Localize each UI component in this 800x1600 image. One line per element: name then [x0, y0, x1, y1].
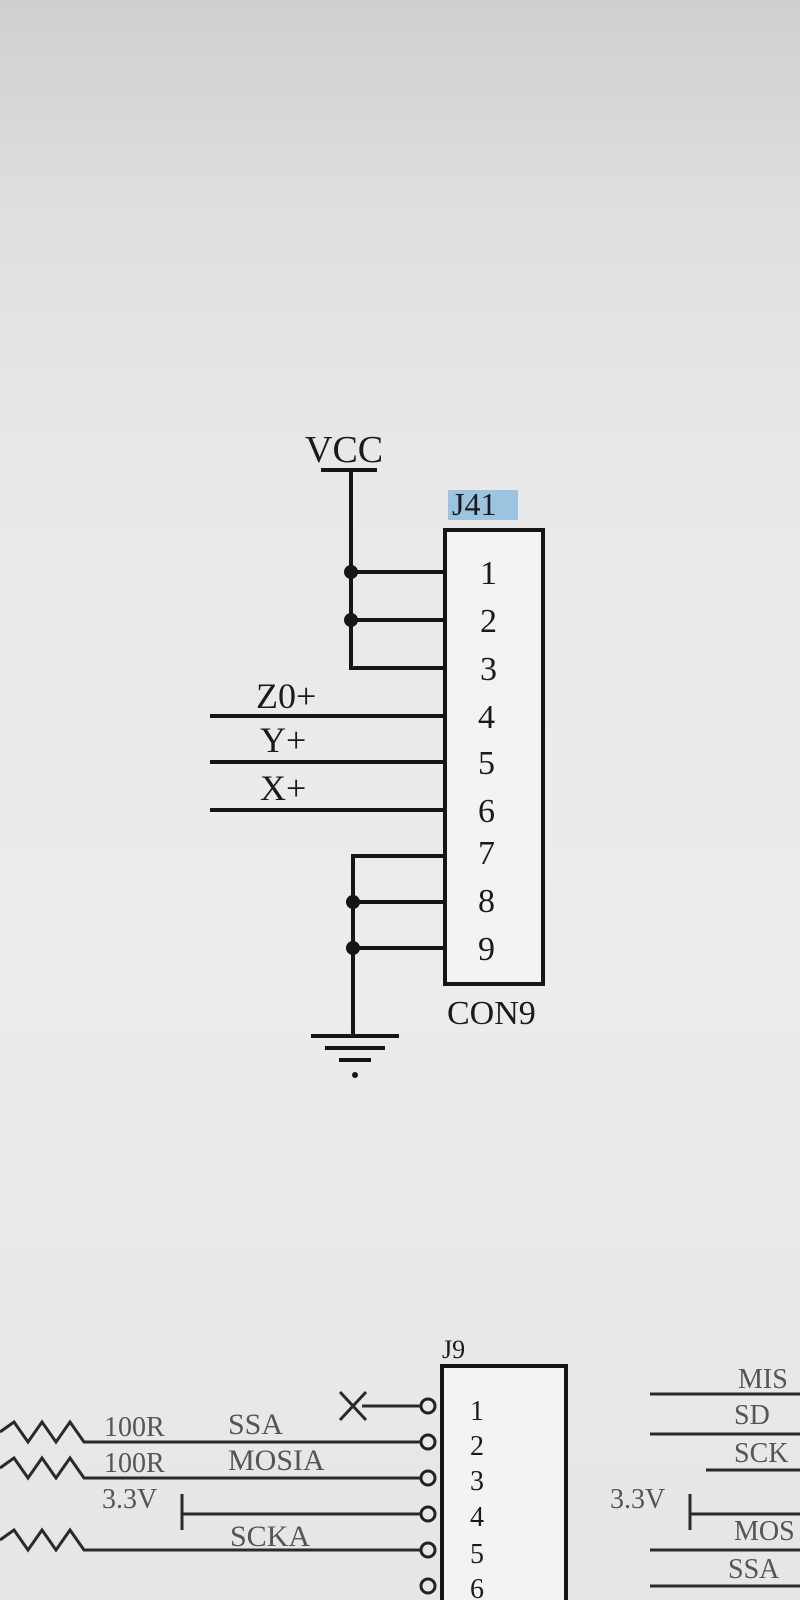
- no-connect-marker: [338, 1390, 420, 1422]
- ref-designator-j9[interactable]: J9: [442, 1335, 465, 1364]
- pin-circle: [419, 1577, 437, 1595]
- pin-number: 3: [470, 1466, 484, 1497]
- pin-circle: [419, 1541, 437, 1559]
- vcc-bus-wire[interactable]: [349, 468, 445, 670]
- net-label-ssa: SSA: [228, 1408, 283, 1441]
- net-label-right: MOS: [734, 1516, 795, 1547]
- pin-number: 1: [470, 1396, 484, 1427]
- pin-number: 1: [480, 555, 497, 592]
- pin-number: 6: [470, 1574, 484, 1600]
- resistor-symbol[interactable]: [0, 1455, 100, 1481]
- junction-dot: [346, 895, 360, 909]
- pin-circle: [419, 1505, 437, 1523]
- vcc-symbol[interactable]: VCC: [305, 429, 383, 472]
- net-label-right: SSA: [728, 1554, 780, 1585]
- vcc-label: VCC: [305, 429, 383, 471]
- ref-designator-j41[interactable]: J41: [452, 486, 496, 522]
- net-label-y-plus: Y+: [260, 720, 306, 760]
- pin-number: 8: [478, 883, 495, 920]
- supply-label-right: 3.3V: [610, 1484, 665, 1515]
- ref-highlight: [448, 490, 518, 520]
- net-label-mosia: MOSIA: [228, 1444, 325, 1477]
- resistor-symbol[interactable]: [0, 1527, 100, 1553]
- ground-symbol[interactable]: [311, 1034, 399, 1078]
- component-value-con9: CON9: [447, 995, 536, 1032]
- pin-circle: [419, 1433, 437, 1451]
- pin-number: 5: [478, 745, 495, 782]
- net-label-right: SD: [734, 1400, 770, 1431]
- gnd-bus-wire[interactable]: [351, 854, 445, 1036]
- resistor-symbol[interactable]: [0, 1419, 100, 1445]
- resistor-value: 100R: [104, 1412, 165, 1443]
- junction-dot: [344, 613, 358, 627]
- pin-circle: [419, 1397, 437, 1415]
- pin-number: 9: [478, 931, 495, 968]
- net-label-scka: SCKA: [230, 1520, 310, 1553]
- pin-number: 4: [478, 699, 495, 736]
- supply-label: 3.3V: [102, 1484, 157, 1515]
- pin-number: 2: [470, 1431, 484, 1462]
- ground-dot: [352, 1072, 358, 1078]
- junction-dot: [346, 941, 360, 955]
- net-label-z0-plus: Z0+: [256, 676, 316, 716]
- pin-number: 2: [480, 603, 497, 640]
- pin-number: 4: [470, 1502, 484, 1533]
- net-label-right: SCK: [734, 1438, 788, 1469]
- pin-number: 5: [470, 1539, 484, 1570]
- pin-number: 6: [478, 793, 495, 830]
- resistor-value: 100R: [104, 1448, 165, 1479]
- connector-j9-body[interactable]: [440, 1364, 568, 1600]
- connector-j41-body[interactable]: [443, 528, 545, 986]
- net-label-right: MIS: [738, 1364, 788, 1395]
- junction-dot: [344, 565, 358, 579]
- pin-number: 7: [478, 835, 495, 872]
- net-label-x-plus: X+: [260, 768, 306, 808]
- pin-circle: [419, 1469, 437, 1487]
- pin-number: 3: [480, 651, 497, 688]
